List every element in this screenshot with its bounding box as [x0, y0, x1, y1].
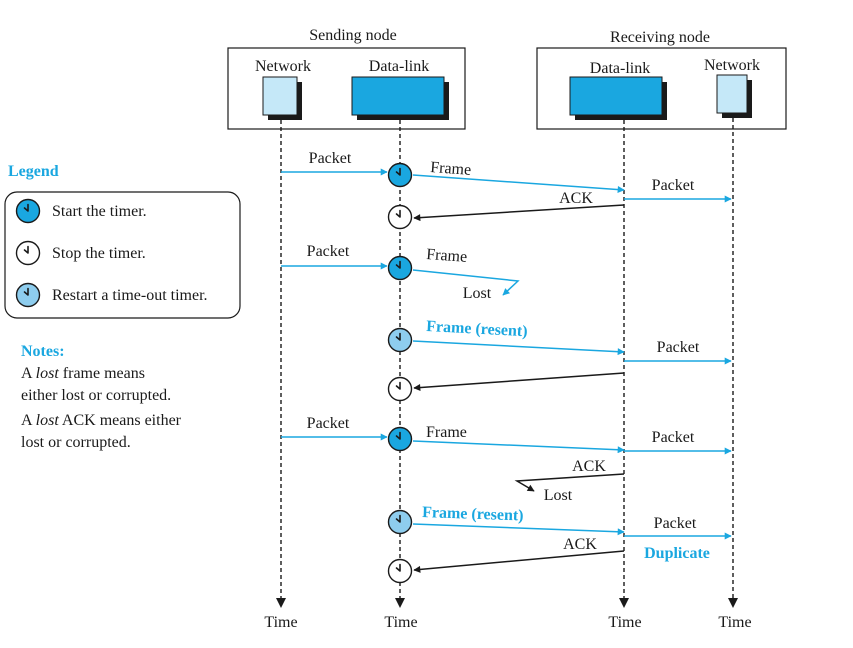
restart-timer-icon — [387, 327, 413, 353]
legend-restart-timer-icon — [15, 282, 41, 308]
ack-3-lost-arrow — [514, 473, 625, 492]
restart-timer-icon — [387, 509, 413, 535]
receiver-datalink-time-arrow — [619, 598, 629, 608]
note-1-line-1: A lost frame means — [21, 365, 145, 382]
time-label-sender-datalink: Time — [384, 614, 417, 631]
duplicate-label: Duplicate — [644, 545, 710, 562]
receiver-network-label: Network — [704, 57, 760, 74]
start-timer-icon — [387, 255, 413, 281]
packet-2-label: Packet — [307, 243, 350, 260]
time-label-receiver-datalink: Time — [608, 614, 641, 631]
receiving-node-box — [536, 47, 787, 130]
frame-3-arrow — [412, 440, 625, 454]
ack-4-label: ACK — [563, 536, 597, 553]
legend-start-timer-icon — [15, 198, 41, 224]
receiver-datalink-layer — [569, 76, 663, 116]
frame-3-label: Frame — [426, 424, 467, 441]
legend-box — [4, 191, 241, 319]
receiver-network-layer — [716, 74, 748, 114]
time-label-receiver-network: Time — [718, 614, 751, 631]
frame-1-label: Frame — [430, 159, 472, 179]
ack-3-label: ACK — [572, 458, 606, 475]
ack-2-arrow — [413, 372, 625, 392]
ack-1-arrow — [413, 204, 625, 222]
packet-3-label: Packet — [307, 415, 350, 432]
stop-timer-icon — [387, 558, 413, 584]
lost-2-label: Lost — [544, 487, 573, 504]
notes-title: Notes: — [21, 343, 65, 360]
stop-timer-icon — [387, 204, 413, 230]
packet-duplicate-label: Packet — [654, 515, 697, 532]
sender-network-time-arrow — [276, 598, 286, 608]
time-label-sender-network: Time — [264, 614, 297, 631]
ack-4-arrow — [413, 550, 625, 573]
note-2-line-2: lost or corrupted. — [21, 434, 131, 451]
legend-stop-timer-icon — [15, 240, 41, 266]
sender-datalink-time-arrow — [395, 598, 405, 608]
start-timer-icon — [387, 426, 413, 452]
frame-resent-1-arrow — [412, 340, 625, 356]
legend-start-timer-label: Start the timer. — [52, 203, 147, 220]
start-timer-icon — [387, 162, 413, 188]
frame-2-label: Frame — [426, 246, 468, 266]
packet-3-delivered-label: Packet — [652, 429, 695, 446]
sender-network-layer — [262, 76, 298, 116]
sending-node-box — [227, 47, 466, 130]
packet-1-delivered-label: Packet — [652, 177, 695, 194]
sender-datalink-layer — [351, 76, 445, 116]
note-2-line-1: A lost ACK means either — [21, 412, 182, 429]
receiver-network-time-arrow — [728, 598, 738, 608]
note-1-line-2: either lost or corrupted. — [21, 387, 171, 404]
legend-stop-timer-label: Stop the timer. — [52, 245, 146, 262]
legend-restart-timer-label: Restart a time-out timer. — [52, 287, 208, 304]
packet-1-label: Packet — [309, 150, 352, 167]
ack-1-label: ACK — [559, 190, 593, 207]
legend-title: Legend — [8, 163, 59, 180]
sender-datalink-label: Data-link — [369, 58, 429, 75]
frame-resent-1-label: Frame (resent) — [426, 318, 528, 340]
receiving-node-title: Receiving node — [610, 29, 710, 46]
sending-node-title: Sending node — [309, 27, 397, 44]
frame-resent-2-label: Frame (resent) — [422, 504, 524, 525]
lost-1-label: Lost — [463, 285, 492, 302]
frame-resent-2-arrow — [412, 523, 625, 536]
packet-2-delivered-label: Packet — [657, 339, 700, 356]
frame-1-arrow — [412, 174, 625, 194]
frame-2-lost-arrow — [412, 269, 520, 296]
receiver-datalink-label: Data-link — [590, 60, 650, 77]
stop-timer-icon — [387, 376, 413, 402]
sender-network-label: Network — [255, 58, 311, 75]
